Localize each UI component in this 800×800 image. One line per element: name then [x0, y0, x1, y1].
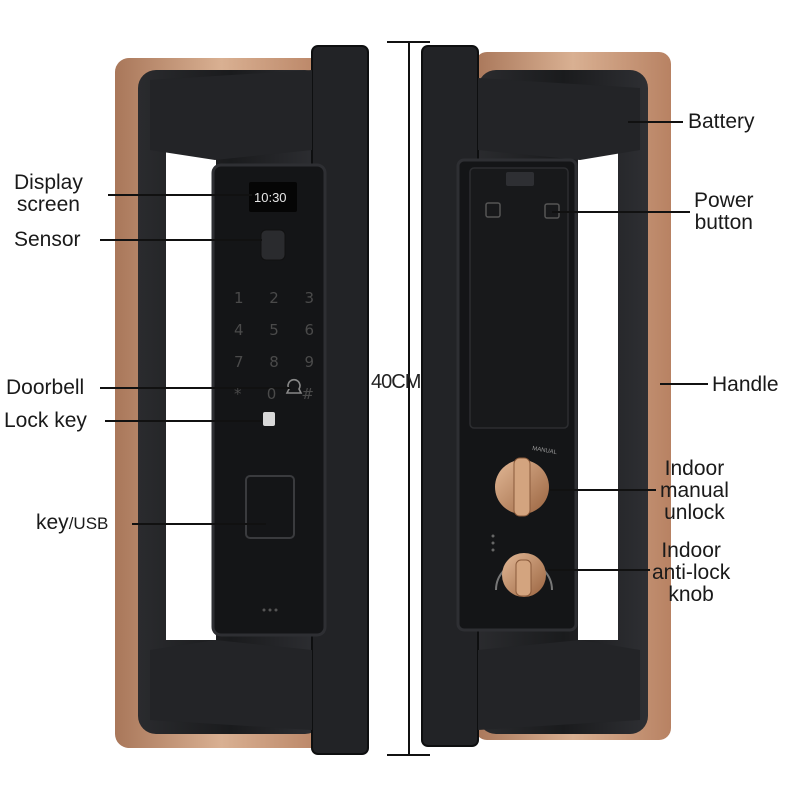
battery-latch — [506, 172, 534, 186]
key-label-part: key — [36, 511, 69, 534]
key-7[interactable]: 7 — [234, 353, 244, 371]
power-button-left — [485, 202, 501, 218]
outdoor-top-block — [150, 70, 312, 160]
outdoor-handle — [115, 45, 369, 755]
battery-cover — [469, 167, 569, 429]
keypad-row: 1 2 3 — [234, 289, 314, 321]
anti-lock-knob — [495, 553, 553, 597]
doorbell-icon — [285, 378, 303, 394]
display-screen — [249, 182, 297, 212]
keypad: 1 2 3 4 5 6 7 8 9 * 0 # — [234, 289, 314, 417]
lock-key-label: Lock key — [4, 409, 87, 432]
height-measurement: 40CM — [371, 371, 421, 393]
key-3[interactable]: 3 — [304, 289, 314, 307]
key-star[interactable]: * — [234, 385, 242, 403]
indoor-top-block — [478, 78, 640, 160]
battery-label: Battery — [688, 110, 755, 133]
outdoor-bottom-block — [150, 640, 312, 730]
usb-cover — [245, 475, 295, 539]
lock-key-icon — [263, 412, 275, 426]
anti-lock-knob-label: Indoor anti-lock knob — [652, 540, 730, 606]
keypad-row: * 0 # — [234, 385, 314, 417]
display-label-line: Display — [14, 171, 83, 194]
indoor-handle — [421, 45, 671, 747]
key-1[interactable]: 1 — [234, 289, 244, 307]
callout-lines — [100, 121, 708, 571]
key-usb-label: key/USB — [36, 512, 108, 535]
display-time: 10:30 — [254, 190, 287, 205]
key-0[interactable]: 0 — [266, 385, 277, 403]
key-hash[interactable]: # — [301, 385, 314, 403]
display-label-line: screen — [16, 193, 80, 216]
manual-unlock-label: Indoor manual unlock — [660, 458, 729, 524]
key-9[interactable]: 9 — [304, 353, 314, 371]
manual-label-line: unlock — [664, 501, 725, 524]
handle-label: Handle — [712, 373, 779, 396]
antilock-label-line: anti-lock — [652, 561, 731, 584]
display-screen-label: Display screen — [14, 172, 83, 216]
outdoor-panel — [211, 163, 327, 637]
manual-label-line: manual — [660, 479, 729, 502]
indoor-opening — [578, 150, 618, 640]
key-8[interactable]: 8 — [269, 353, 279, 371]
antilock-label-line: Indoor — [661, 539, 721, 562]
key-2[interactable]: 2 — [269, 289, 279, 307]
keypad-row: 7 8 9 — [234, 353, 314, 385]
manual-label-line: Indoor — [664, 457, 725, 480]
antilock-label-line: knob — [668, 583, 714, 606]
panel-dots — [262, 608, 278, 612]
sensor-label: Sensor — [14, 228, 81, 251]
usb-label-part: /USB — [68, 514, 109, 533]
key-5[interactable]: 5 — [269, 321, 279, 339]
power-button-label: Power button — [694, 190, 754, 234]
power-label-line: Power — [694, 189, 754, 212]
fingerprint-sensor — [260, 229, 286, 261]
manual-unlock-knob — [495, 457, 549, 517]
outdoor-opening — [166, 148, 216, 640]
power-label-line: button — [694, 211, 753, 234]
key-6[interactable]: 6 — [304, 321, 314, 339]
height-dimension — [387, 41, 430, 756]
key-4[interactable]: 4 — [234, 321, 244, 339]
indoor-dots — [491, 534, 495, 552]
keypad-row: 4 5 6 — [234, 321, 314, 353]
indoor-bottom-block — [478, 640, 640, 730]
doorbell-label: Doorbell — [6, 376, 85, 399]
